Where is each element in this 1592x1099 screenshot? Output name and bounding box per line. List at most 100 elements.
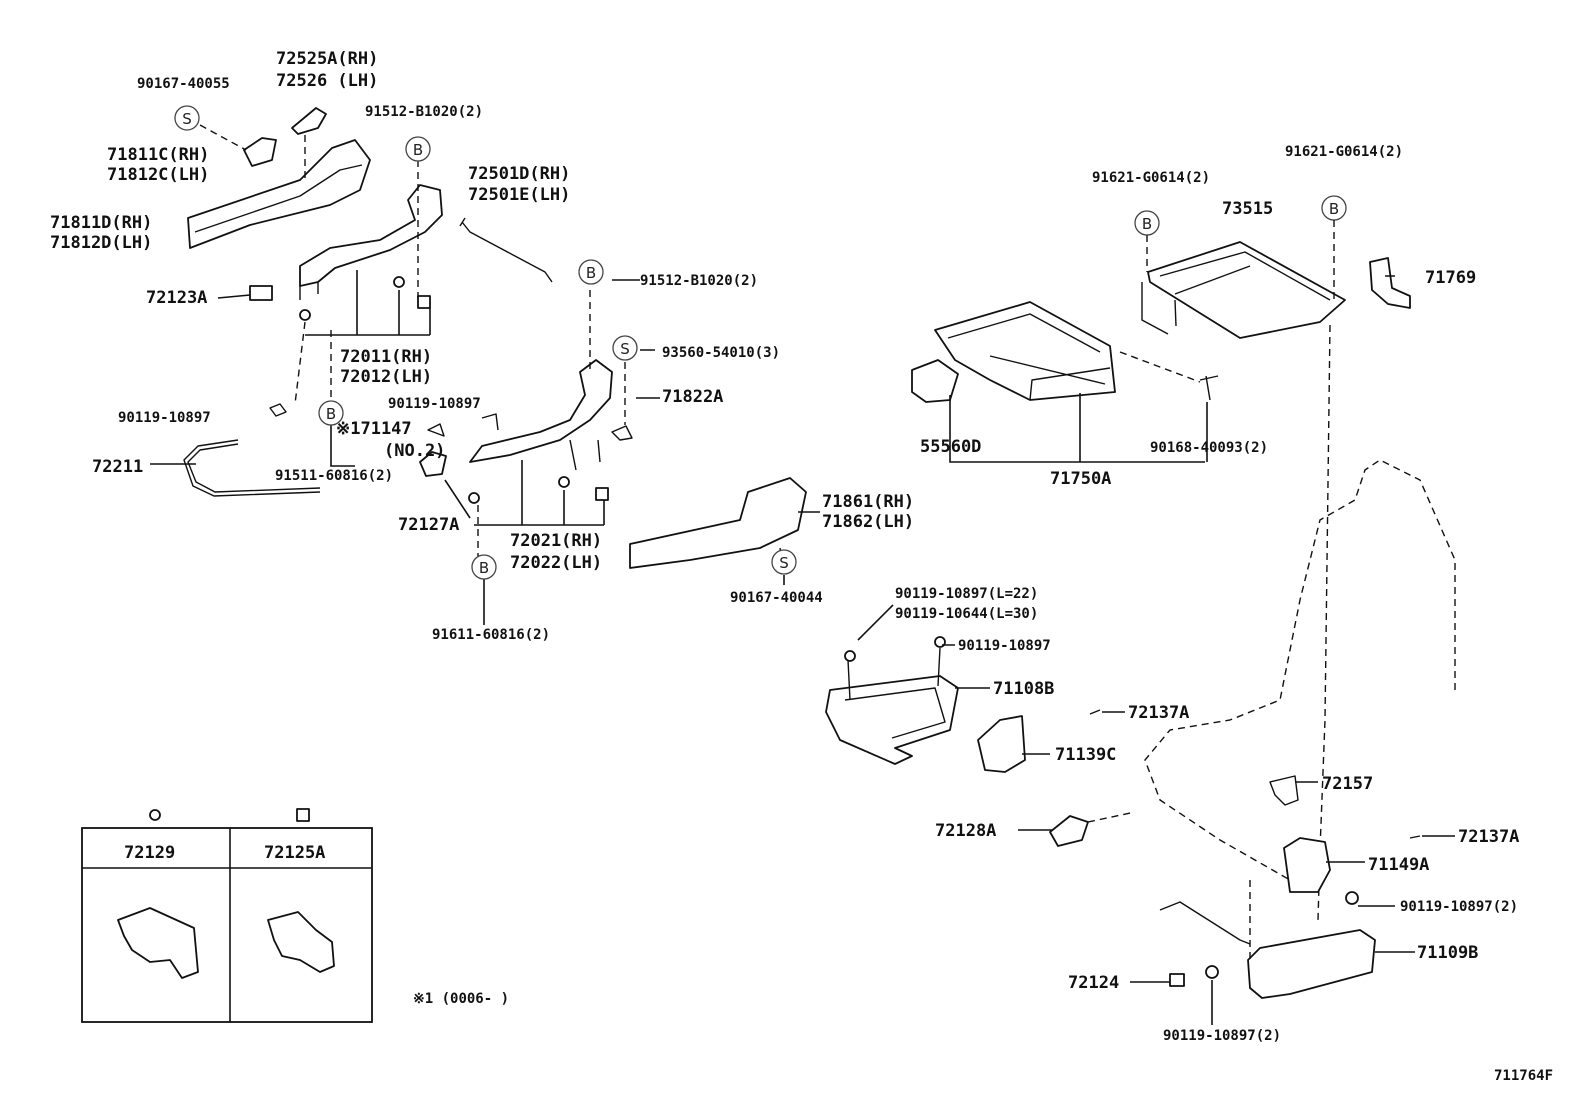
part-label: 71149A [1368,855,1429,875]
part-label: 72501D(RH) [468,164,570,184]
bolt-icon [269,403,287,417]
bolt-icon [558,476,570,488]
cover-71108b [825,675,959,765]
svg-text:B: B [479,559,489,577]
part-label: 90119-10897 [388,396,481,412]
part-label: 90167-40055 [137,76,230,92]
part-label: 71769 [1425,268,1476,288]
svg-text:B: B [326,405,336,423]
part-label: ※171147 [336,419,412,439]
part-label: 90119-10897(L=22) [895,586,1038,602]
callout-s [174,105,200,131]
part-label: 72526 (LH) [276,71,378,91]
clip-72129-image [117,907,199,979]
screw-icon [1345,891,1359,905]
bolt-symbol-icon [149,809,161,821]
seatback-outline [1144,459,1456,881]
seat-track [1147,241,1346,339]
clip-icon [1089,709,1421,839]
part-label: 72501E(LH) [468,185,570,205]
nut-icon [595,487,609,501]
bracket-71769 [1369,257,1411,309]
release-cable [459,217,553,283]
recliner-upper [299,184,443,287]
part-label: (NO.2) [384,441,445,461]
svg-text:S: S [779,554,789,572]
clip-72125a-image [267,911,335,973]
cover-clip [291,107,327,135]
part-label: 90168-40093(2) [1150,440,1268,456]
screw-icon [1205,965,1219,979]
part-label: 90119-10897(2) [1163,1028,1281,1044]
svg-text:B: B [413,141,423,159]
bolt-icon [468,492,480,504]
cap-72124 [1169,973,1185,987]
part-label: 71139C [1055,745,1116,765]
part-label: 90119-10897 [118,410,211,426]
bolt-icon [1199,375,1219,401]
part-label: 91611-60816(2) [432,627,550,643]
part-label: 72127A [398,515,459,535]
part-label: 71822A [662,387,723,407]
callout-b [318,400,344,426]
svg-text:B: B [586,264,596,282]
screw-icon [844,650,856,662]
part-label: 71811C(RH) [107,145,209,165]
recliner-cover-lower [629,477,807,569]
part-label: 90119-10644(L=30) [895,606,1038,622]
nut-symbol-icon [296,808,310,822]
nut-icon [417,295,431,309]
bolt-icon [427,423,445,437]
cover-71139c [977,715,1026,773]
part-labels: 90167-40055 72525A(RH) 72526 (LH) 91512-… [50,49,1553,1084]
part-label: 72128A [935,821,996,841]
callout-b [578,259,604,285]
part-label: 72525A(RH) [276,49,378,69]
bolt-icon [299,309,311,321]
cap-72123a [249,285,273,301]
duct-55560d [911,359,959,403]
legend-label: 72129 [124,843,175,863]
callout-b [405,136,431,162]
part-label: 71862(LH) [822,512,914,532]
part-label: 71861(RH) [822,492,914,512]
figure-number: 711764F [1494,1068,1553,1084]
part-label: 72137A [1128,703,1189,723]
cover-72128a [1049,815,1089,847]
part-label: 71750A [1050,469,1111,489]
part-label: 55560D [920,437,981,457]
part-label: 91621-G0614(2) [1092,170,1210,186]
part-label: 71811D(RH) [50,213,152,233]
svg-text:B: B [1329,200,1339,218]
recliner-cover-outer [187,139,371,249]
callout-s [771,549,797,575]
bracket-71822a [611,425,633,441]
part-label: 72021(RH) [510,531,602,551]
recliner-lower [469,359,613,463]
cap-72127a [419,451,447,477]
part-label: 71812C(LH) [107,165,209,185]
part-label: 91621-G0614(2) [1285,144,1403,160]
part-label: 72124 [1068,973,1119,993]
part-label: 71108B [993,679,1054,699]
part-label: 91511-60816(2) [275,468,393,484]
part-label: 90119-10897(2) [1400,899,1518,915]
part-label: 71812D(LH) [50,233,152,253]
footnote: ※1 (0006- ) [413,991,509,1007]
part-label: 72012(LH) [340,367,432,387]
part-label: 90119-10897 [958,638,1051,654]
svg-text:B: B [1142,215,1152,233]
cushion-pan [934,301,1116,401]
clip-72157 [1269,775,1299,806]
part-label: 72011(RH) [340,347,432,367]
part-label: 90167-40044 [730,590,823,606]
cover-71109b [1247,929,1376,999]
part-label: 91512-B1020(2) [640,273,758,289]
part-label: 72137A [1458,827,1519,847]
bolt-icon [393,276,405,288]
legend-label: 72125A [264,843,325,863]
part-label: 73515 [1222,199,1273,219]
part-label: 71109B [1417,943,1478,963]
part-label: 91512-B1020(2) [365,104,483,120]
